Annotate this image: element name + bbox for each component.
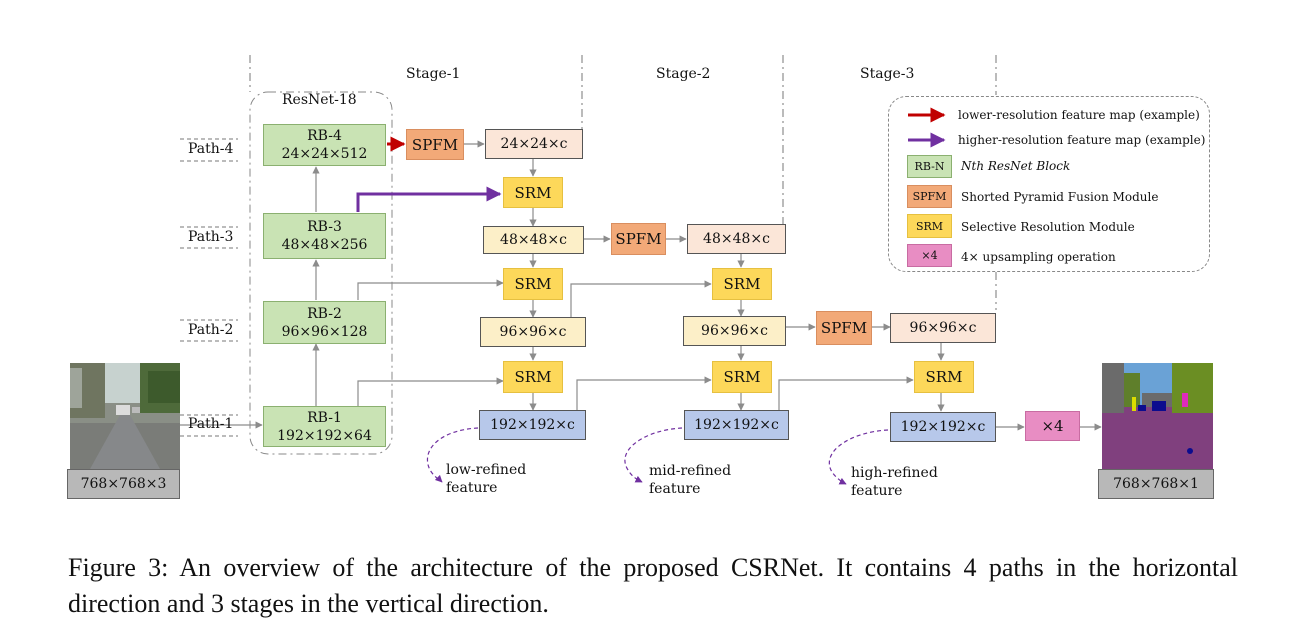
stage-3-label: Stage-3: [860, 66, 915, 82]
rb-1-block: RB-1 192×192×64: [263, 406, 386, 447]
legend-srm-text: Selective Resolution Module: [961, 220, 1135, 234]
feature-map-96-stage-2: 96×96×c: [683, 316, 786, 346]
path-4-label: Path-4: [188, 141, 234, 157]
legend-x4-text: 4× upsampling operation: [961, 250, 1116, 264]
rb-4-name: RB-4: [307, 128, 342, 144]
feature-map-24-stage-1: 24×24×c: [485, 129, 583, 159]
resnet-label: ResNet-18: [282, 92, 357, 108]
rb-3-block: RB-3 48×48×256: [263, 213, 386, 259]
spfm-stage-3: SPFM: [816, 311, 872, 345]
srm-path-2-stage-1: SRM: [503, 268, 563, 300]
feature-map-96-stage-1: 96×96×c: [480, 317, 586, 347]
srm-path-3-stage-1: SRM: [503, 177, 563, 208]
srm-path-1-stage-1: SRM: [503, 361, 563, 393]
output-image-graphic: [1102, 363, 1213, 469]
rb-2-block: RB-2 96×96×128: [263, 301, 386, 344]
spfm-stage-1: SPFM: [406, 129, 464, 160]
srm-path-1-stage-2: SRM: [712, 361, 772, 393]
legend-x4-swatch: ×4: [907, 244, 952, 267]
feature-map-192-stage-1: 192×192×c: [479, 410, 586, 440]
rb-3-dims: 48×48×256: [281, 237, 368, 253]
legend-higher-text: higher-resolution feature map (example): [958, 133, 1206, 147]
resnet-container: [249, 91, 393, 455]
feature-map-96-stage-3: 96×96×c: [890, 313, 996, 343]
upsample-x4: ×4: [1025, 411, 1080, 441]
srm-path-2-stage-2: SRM: [712, 268, 772, 300]
path-3-label: Path-3: [188, 229, 234, 245]
figure-caption: Figure 3: An overview of the architectur…: [68, 553, 1238, 618]
feature-map-48-stage-2: 48×48×c: [687, 224, 786, 254]
feature-map-48-stage-1: 48×48×c: [483, 226, 584, 254]
input-street-image: [70, 363, 180, 469]
rb-3-name: RB-3: [307, 219, 342, 235]
feature-map-192-stage-2: 192×192×c: [684, 410, 789, 440]
legend-rb-swatch: RB-N: [907, 155, 952, 178]
spfm-stage-2: SPFM: [611, 223, 666, 255]
input-image-graphic: [70, 363, 180, 469]
stage-2-label: Stage-2: [656, 66, 711, 82]
rb-2-name: RB-2: [307, 305, 342, 322]
path-2-label: Path-2: [188, 322, 234, 338]
feature-map-192-stage-3: 192×192×c: [890, 412, 996, 442]
rb-1-dims: 192×192×64: [277, 427, 372, 444]
stage-dividers: [249, 55, 997, 310]
legend-srm-swatch: SRM: [907, 214, 952, 238]
path-1-label: Path-1: [188, 416, 234, 432]
rb-4-block: RB-4 24×24×512: [263, 124, 386, 166]
legend-spfm-text: Shorted Pyramid Fusion Module: [961, 190, 1159, 204]
rb-1-name: RB-1: [307, 409, 342, 426]
output-segmentation-image: [1102, 363, 1213, 469]
output-dims-label: 768×768×1: [1098, 469, 1214, 499]
legend-spfm-swatch: SPFM: [907, 185, 952, 208]
rb-4-dims: 24×24×512: [281, 146, 368, 162]
input-dims-label: 768×768×3: [67, 469, 180, 499]
stage-1-label: Stage-1: [406, 66, 461, 82]
legend-lower-text: lower-resolution feature map (example): [958, 108, 1200, 122]
rb-2-dims: 96×96×128: [281, 323, 368, 340]
legend: lower-resolution feature map (example) h…: [888, 96, 1210, 272]
srm-path-1-stage-3: SRM: [914, 361, 974, 393]
legend-rb-text: Nth ResNet Block: [961, 159, 1071, 173]
